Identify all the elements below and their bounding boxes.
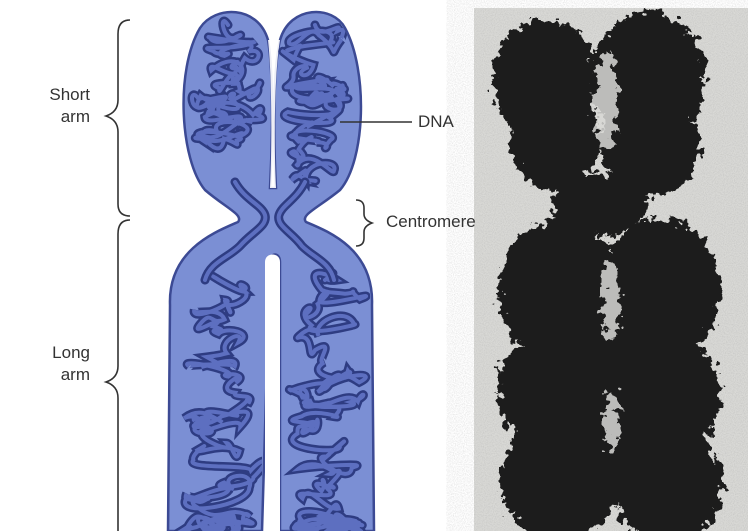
long-arm-brace: [106, 220, 130, 531]
short-arm-brace: [106, 20, 130, 216]
centromere-label: Centromere: [386, 211, 476, 233]
long-arm-label-line2: arm: [28, 364, 90, 386]
short-arm-label: Short arm: [28, 84, 90, 128]
short-arm-label-line2: arm: [28, 106, 90, 128]
short-arm-label-line1: Short: [28, 84, 90, 106]
long-arm-label-line1: Long: [28, 342, 90, 364]
dna-label: DNA: [418, 111, 454, 133]
chromosome-micrograph: [474, 8, 748, 531]
long-arm-label: Long arm: [28, 342, 90, 386]
centromere-brace: [356, 200, 372, 246]
